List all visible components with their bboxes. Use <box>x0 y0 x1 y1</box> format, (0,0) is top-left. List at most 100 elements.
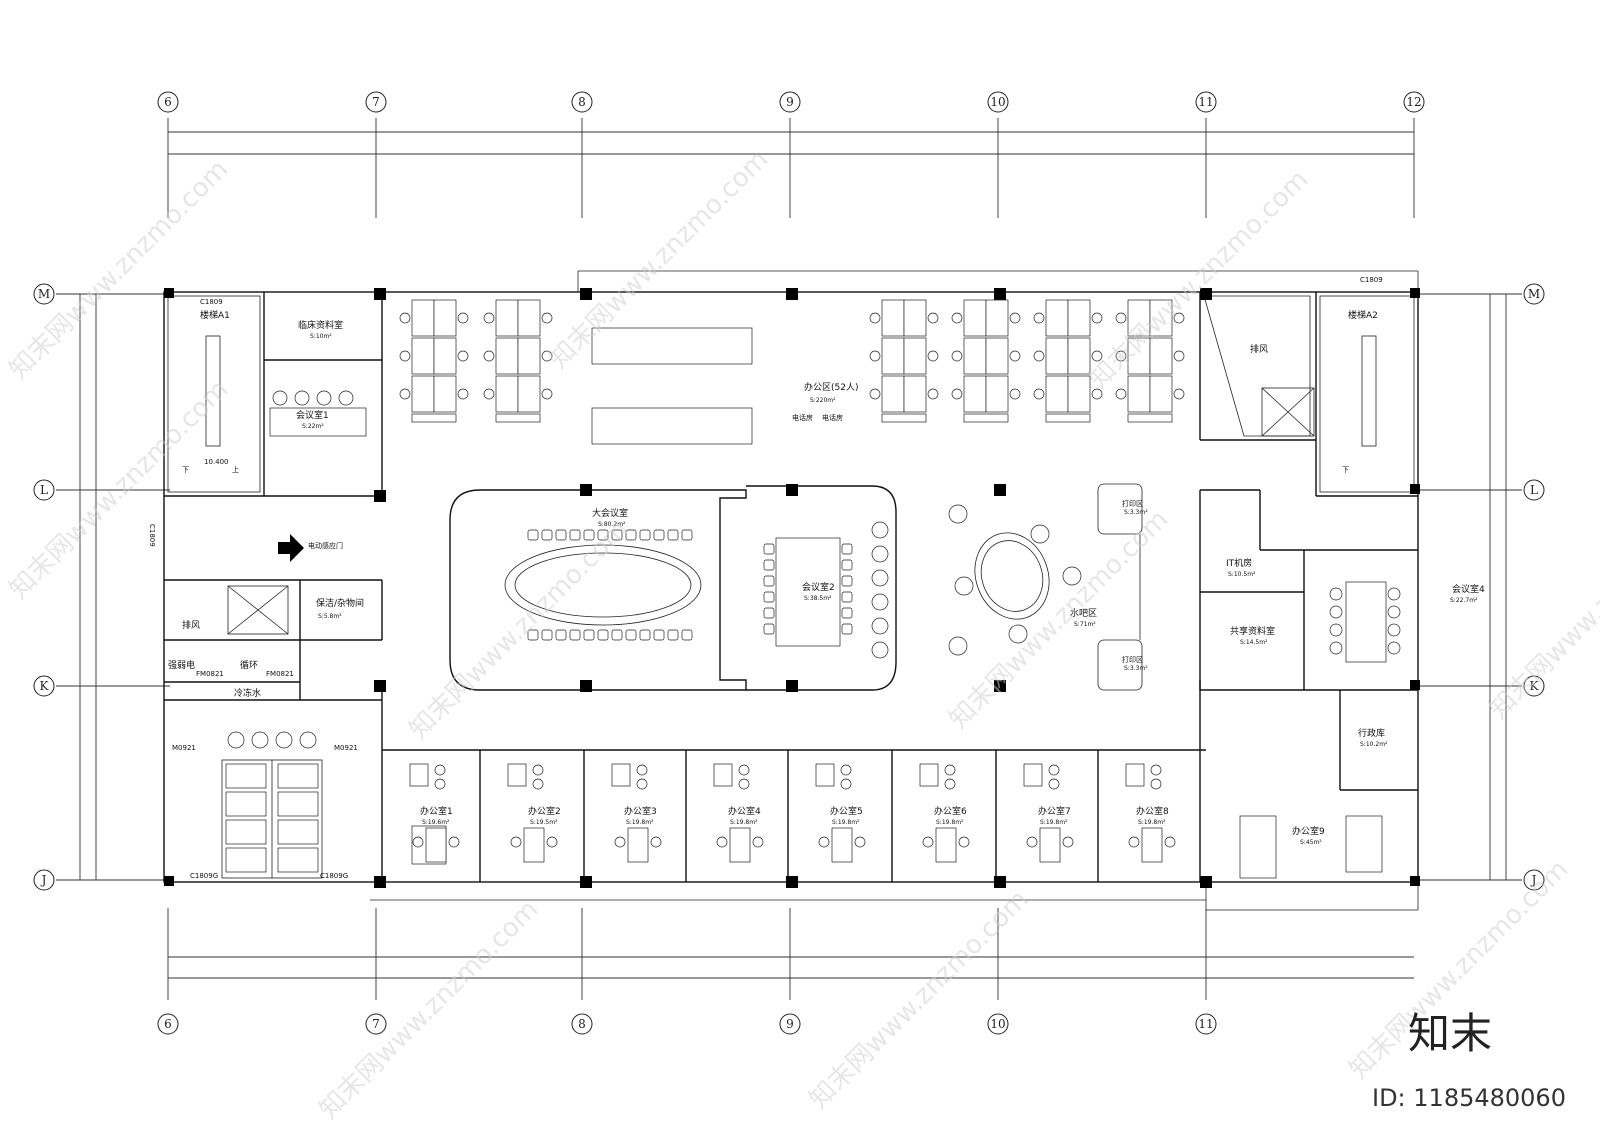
axis-label: K <box>1530 679 1540 693</box>
chair <box>457 350 469 362</box>
lounge-chair <box>1030 524 1050 544</box>
chair <box>1329 587 1343 601</box>
axis-label: 11 <box>1198 1017 1213 1031</box>
chair <box>738 764 750 776</box>
desk <box>1149 337 1173 375</box>
chair <box>532 778 544 790</box>
room-area-clinical-archive: S:10m² <box>310 333 332 340</box>
chair <box>639 529 651 541</box>
chair <box>527 529 539 541</box>
cabinet <box>411 413 457 423</box>
label-window-c1809-a: C1809 <box>200 298 223 306</box>
chair <box>763 575 775 587</box>
room-area-office-area: S:220m² <box>810 397 836 404</box>
room-label-meeting-2: 会议室2 <box>802 581 835 593</box>
chair <box>871 569 889 587</box>
room-label-electrical: 强弱电 <box>168 659 195 671</box>
room-label-exhaust-a1: 排风 <box>182 619 200 631</box>
desk <box>713 763 733 787</box>
desk <box>411 299 435 337</box>
chair <box>399 350 411 362</box>
desk <box>985 337 1009 375</box>
chair <box>841 559 853 571</box>
desk <box>881 299 905 337</box>
chair <box>1009 350 1021 362</box>
chair <box>625 629 637 641</box>
room-label-office-4: 办公室4 <box>728 805 761 817</box>
desk <box>963 375 987 413</box>
room-label-office-5: 办公室5 <box>830 805 863 817</box>
chair <box>546 836 558 848</box>
desk <box>433 299 457 337</box>
lounge-chair <box>1062 566 1082 586</box>
desk <box>881 337 905 375</box>
axis-label: M <box>38 287 50 301</box>
desk <box>1045 337 1069 375</box>
chair <box>653 529 665 541</box>
room-label-clinical-archive: 临床资料室 <box>298 319 343 331</box>
chair <box>869 350 881 362</box>
axis-bubbles-bottom: 6 7 8 9 10 11 <box>157 1013 1217 1035</box>
toilet-stall <box>225 791 267 817</box>
axis-label: 7 <box>372 95 380 109</box>
room-area-admin-store: S:10.2m² <box>1360 741 1388 748</box>
axis-label: 6 <box>164 1017 172 1031</box>
chair <box>316 390 332 406</box>
room-area-office-4: S:19.8m² <box>730 819 758 826</box>
chair <box>871 593 889 611</box>
room-area-shared-archive: S:14.5m² <box>1240 639 1268 646</box>
dimension-lines <box>79 131 1507 979</box>
desk <box>611 763 631 787</box>
desk <box>1127 337 1151 375</box>
chair <box>841 623 853 635</box>
chair <box>555 629 567 641</box>
chair <box>569 529 581 541</box>
toilet-stall <box>277 847 319 873</box>
chair <box>399 312 411 324</box>
desk <box>1045 299 1069 337</box>
chair <box>1091 312 1103 324</box>
desk <box>1067 337 1091 375</box>
chair <box>457 312 469 324</box>
desk <box>1141 827 1163 863</box>
chair <box>1062 836 1074 848</box>
room-label-meeting-4: 会议室4 <box>1452 583 1485 595</box>
room-area-water-bar: S:71m² <box>1074 621 1096 628</box>
desk <box>433 337 457 375</box>
chair <box>483 350 495 362</box>
chair <box>483 312 495 324</box>
desk <box>517 337 541 375</box>
room-label-office-7: 办公室7 <box>1038 805 1071 817</box>
axis-label: 9 <box>786 1017 794 1031</box>
room-area-meeting-2: S:38.5m² <box>804 595 832 602</box>
room-area-it-room: S:10.5m² <box>1228 571 1256 578</box>
desk <box>935 827 957 863</box>
chair <box>840 778 852 790</box>
chair <box>681 629 693 641</box>
chair <box>854 836 866 848</box>
chair <box>434 778 446 790</box>
toilet-stall <box>277 763 319 789</box>
label-auto-door: 电动感应门 <box>308 541 343 550</box>
desk <box>495 337 519 375</box>
label-window-c1809-side: C1809 <box>148 524 156 547</box>
brand-id: ID: 1185480060 <box>1372 1084 1566 1112</box>
axis-label: 12 <box>1406 95 1421 109</box>
desk <box>1149 299 1173 337</box>
chair <box>841 575 853 587</box>
chair <box>841 591 853 603</box>
chair <box>951 388 963 400</box>
sink <box>251 731 269 749</box>
chair <box>541 529 553 541</box>
axis-label: L <box>1530 483 1538 497</box>
chair <box>871 545 889 563</box>
desk <box>425 827 447 863</box>
entrance-arrow-icon <box>278 534 304 562</box>
chair <box>1387 605 1401 619</box>
chair <box>869 388 881 400</box>
chair <box>927 388 939 400</box>
cabinet <box>1127 413 1173 423</box>
chair <box>583 529 595 541</box>
chair <box>944 778 956 790</box>
desk <box>1045 375 1069 413</box>
